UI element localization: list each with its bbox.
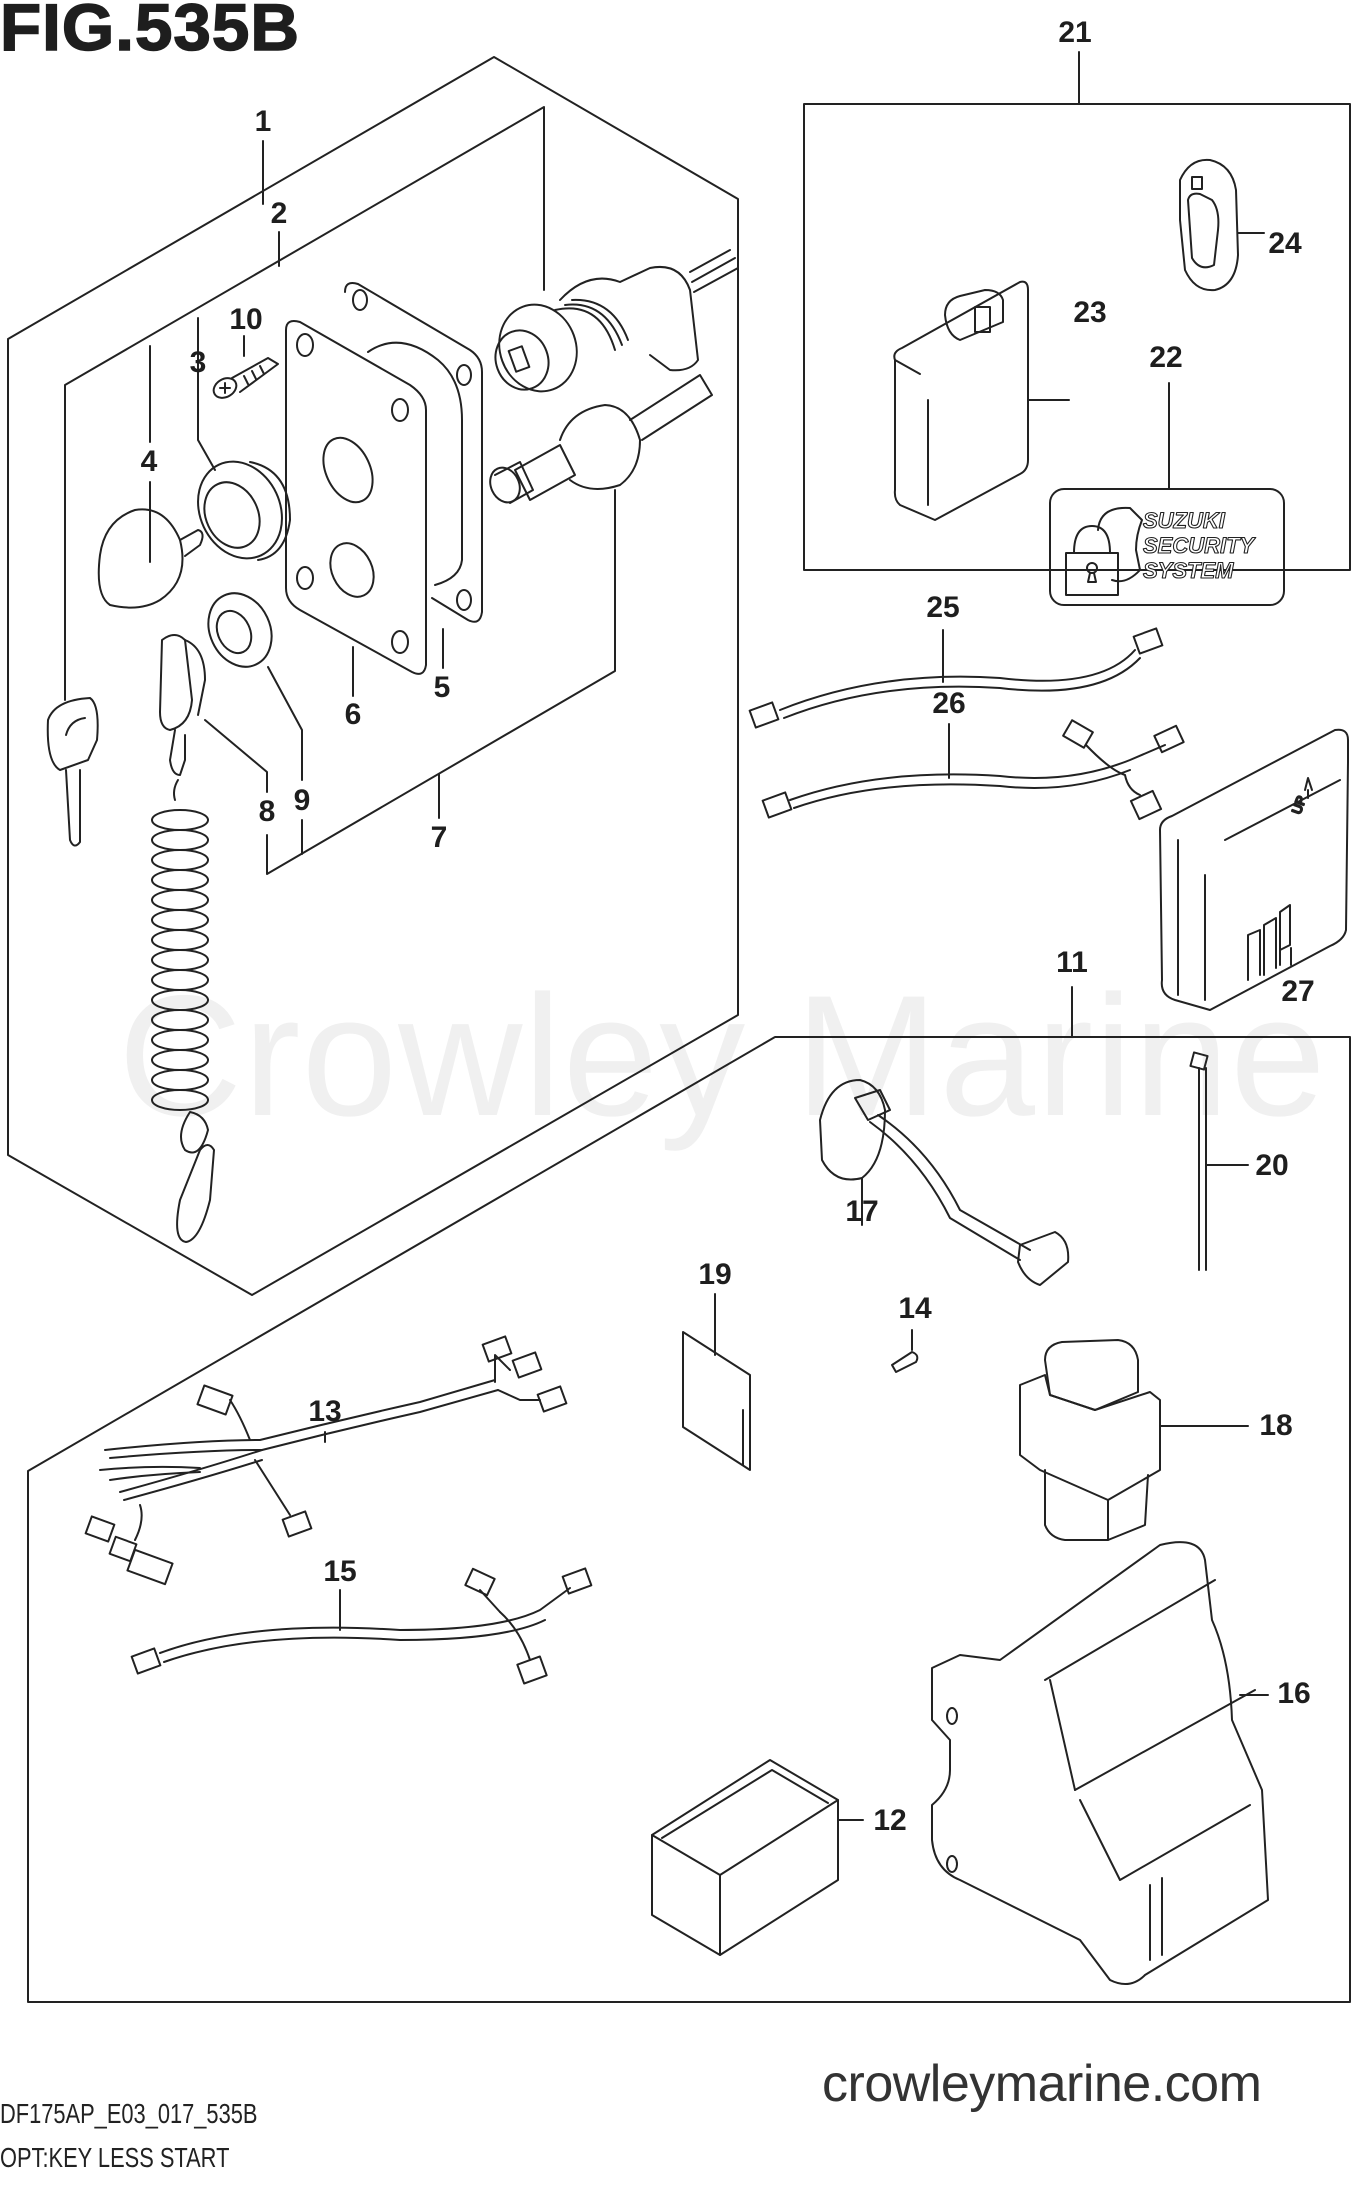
callout-27: 27: [1281, 975, 1315, 1008]
callout-5: 5: [433, 671, 451, 704]
part-25-harness: [748, 627, 1164, 729]
group-box-1: [7, 56, 739, 1296]
leader-3: [197, 317, 216, 471]
group-box-11: [27, 1036, 1351, 2003]
leader-8: [204, 719, 268, 793]
callout-6: 6: [344, 698, 362, 731]
callout-24: 24: [1268, 227, 1302, 260]
part-19-manual: [682, 1293, 751, 1471]
part-14-screw: [891, 1329, 919, 1373]
callout-26: 26: [932, 687, 966, 720]
part-key-switch: [494, 249, 739, 393]
callout-11: 11: [1056, 946, 1088, 979]
security-label-line-2: SECURITY: [1143, 533, 1257, 558]
part-27-ecu: [1159, 728, 1349, 1011]
part-20-cable-tie: [1189, 1051, 1249, 1271]
part-23-control-unit: [893, 280, 1070, 521]
figure-title: FIG.535B: [0, 0, 300, 64]
part-10-screw: [212, 357, 279, 399]
callout-3: 3: [189, 346, 207, 379]
part-8-lanyard: [151, 634, 215, 1243]
figure-description: OPT:KEY LESS START: [0, 2142, 230, 2173]
callout-2: 2: [270, 197, 288, 230]
group-box-2: [64, 106, 545, 701]
callout-16: 16: [1277, 1677, 1311, 1710]
part-24-transmitter: [1179, 158, 1265, 292]
security-label-line-3: SYSTEM: [1143, 558, 1234, 583]
part-17-antenna: [819, 1079, 1070, 1286]
callout-19: 19: [698, 1258, 732, 1291]
part-15-harness: [130, 1567, 593, 1685]
callout-18: 18: [1259, 1409, 1293, 1442]
watermark: Crowley Marine: [118, 960, 1327, 1152]
part-key: [46, 697, 99, 847]
callout-21: 21: [1058, 16, 1092, 49]
callout-10: 10: [229, 303, 263, 336]
part-13-harness: [84, 1335, 568, 1586]
part-16-bracket: [931, 1541, 1269, 1985]
part-22-security-label: [1049, 382, 1285, 606]
callout-15: 15: [323, 1555, 357, 1588]
callout-7: 7: [430, 821, 448, 854]
callout-17: 17: [845, 1195, 879, 1228]
callout-14: 14: [898, 1292, 932, 1325]
callout-25: 25: [926, 591, 960, 624]
part-stop-switch: [489, 374, 713, 504]
ecu-up-marking: UP: [1289, 794, 1309, 816]
website-link[interactable]: crowleymarine.com: [822, 2055, 1262, 2113]
part-12-holder: [651, 1759, 864, 1956]
callout-23: 23: [1073, 296, 1107, 329]
group-box-7: [266, 489, 616, 875]
part-9-nut: [207, 592, 273, 668]
callout-1: 1: [254, 105, 272, 138]
security-label-line-1: SUZUKI: [1143, 508, 1226, 533]
callout-12: 12: [873, 1804, 907, 1837]
callout-20: 20: [1255, 1149, 1289, 1182]
part-4-cap: [97, 508, 204, 609]
part-18-switch: [1019, 1339, 1249, 1541]
callout-8: 8: [258, 795, 276, 828]
callout-4: 4: [140, 445, 158, 478]
part-6-panel-plate: [285, 320, 427, 675]
callout-13: 13: [308, 1395, 342, 1428]
callout-9: 9: [293, 784, 311, 817]
figure-code: DF175AP_E03_017_535B: [0, 2098, 258, 2129]
part-5-gasket: [344, 282, 483, 623]
part-26-harness: [761, 719, 1185, 821]
part-3-ring-nut: [197, 460, 291, 561]
group-box-21: [803, 103, 1351, 571]
leader-9: [267, 666, 303, 781]
callout-22: 22: [1149, 341, 1183, 374]
